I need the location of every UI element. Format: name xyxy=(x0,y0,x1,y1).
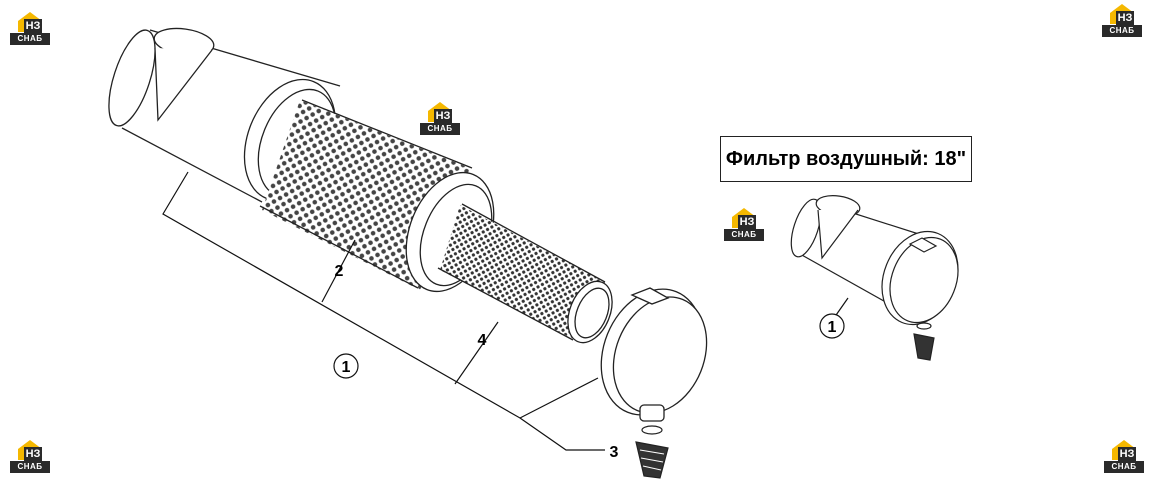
callout-1-main: 1 xyxy=(333,353,359,379)
svg-text:3: 3 xyxy=(610,444,619,461)
callout-1-inset: 1 xyxy=(819,313,845,339)
logo-top-right: НЗ СНАБ xyxy=(1102,4,1142,44)
svg-text:1: 1 xyxy=(828,319,837,336)
logo-center: НЗ СНАБ xyxy=(420,102,460,142)
inset-assembly xyxy=(790,195,959,361)
vacuator-valve xyxy=(635,425,669,479)
title-box: Фильтр воздушный: 18" xyxy=(720,136,972,182)
svg-text:4: 4 xyxy=(478,332,487,349)
diagram-title: Фильтр воздушный: 18" xyxy=(725,147,967,170)
svg-text:2: 2 xyxy=(335,263,344,280)
svg-text:1: 1 xyxy=(342,359,351,376)
logo-bottom-left: НЗ СНАБ xyxy=(10,440,50,480)
callout-4-main: 4 xyxy=(478,332,487,349)
logo-bottom-right: НЗ СНАБ xyxy=(1104,440,1144,480)
inner-filter-element xyxy=(437,203,613,344)
end-cover xyxy=(600,287,708,422)
logo-inset: НЗ СНАБ xyxy=(724,208,764,248)
callout-2-main: 2 xyxy=(335,263,344,280)
leader-lines xyxy=(162,171,605,451)
callout-3-main: 3 xyxy=(610,444,619,461)
logo-top-left: НЗ СНАБ xyxy=(10,12,50,52)
